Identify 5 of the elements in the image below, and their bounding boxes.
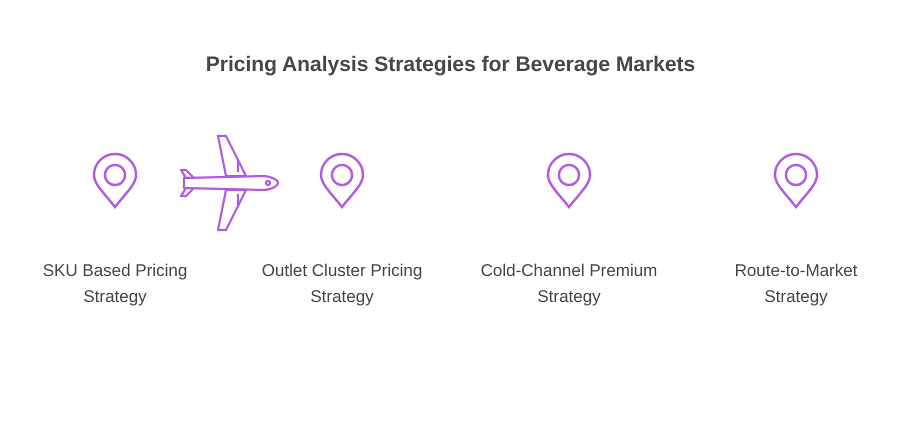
diagram-title: Pricing Analysis Strategies for Beverage Markets (206, 53, 696, 77)
strategy-label: SKU Based Pricing Strategy (42, 261, 188, 306)
strategy-label: Cold-Channel Premium Strategy (480, 261, 658, 306)
strategy-label: Outlet Cluster Pricing Strategy (262, 261, 422, 306)
strategy-label: Route-to-Market Strategy (734, 261, 858, 306)
